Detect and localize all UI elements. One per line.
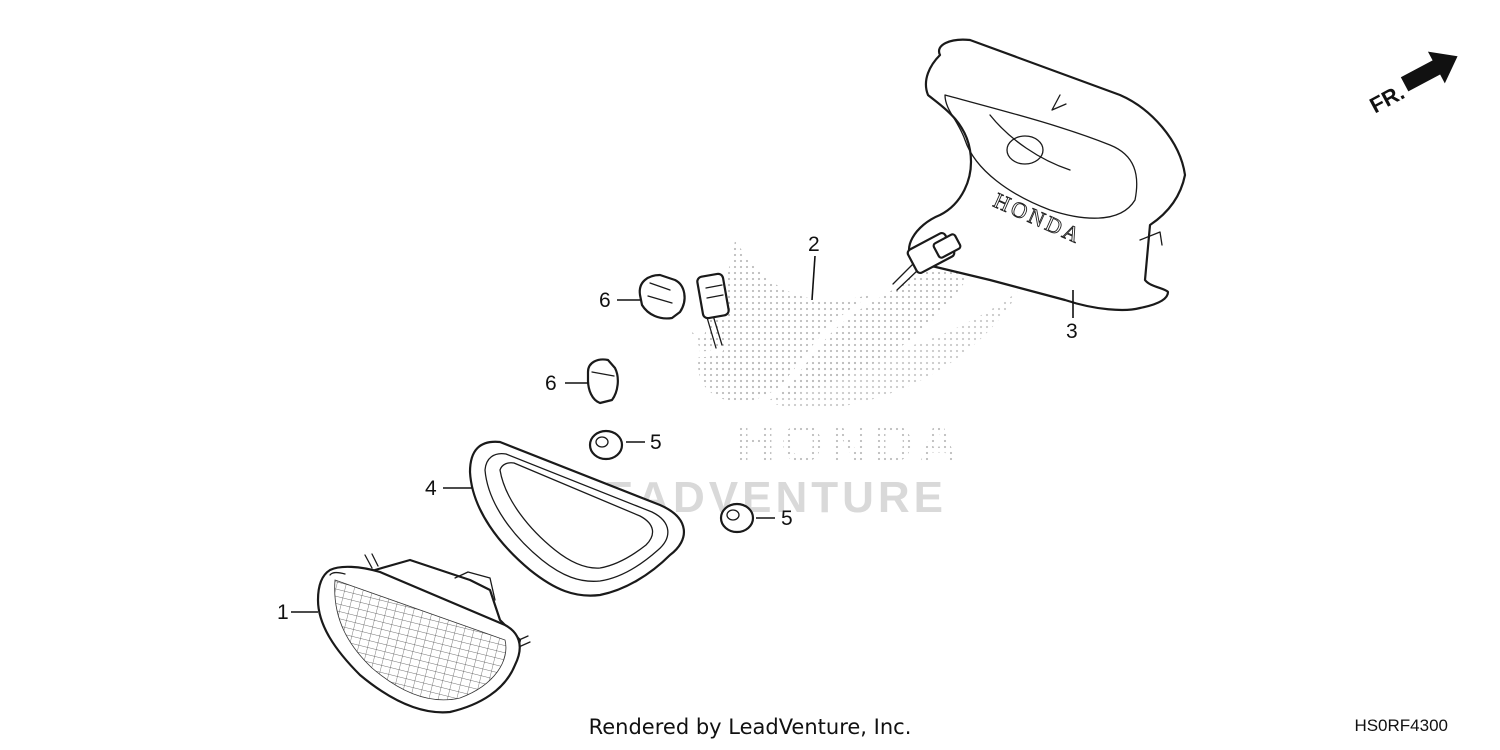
leader-lines — [291, 255, 1074, 613]
footer-credit: Rendered by LeadVenture, Inc. — [588, 715, 912, 739]
callout-5-lower: 5 — [781, 507, 793, 530]
callout-2: 2 — [808, 233, 820, 256]
watermark-wing-icon — [698, 190, 1010, 403]
callout-4: 4 — [425, 477, 437, 500]
watermark-wing-lower-icon — [690, 290, 1020, 409]
part-5-grommet-lower — [719, 502, 755, 534]
callout-3: 3 — [1066, 320, 1078, 343]
direction-marker: FR. — [1366, 51, 1458, 118]
part-6-clip-lower — [586, 358, 619, 405]
watermark-brand: HONDA — [736, 414, 964, 474]
part-2-wire-harness — [630, 231, 962, 416]
part-5-grommet-upper — [588, 429, 624, 461]
part-1-tail-light — [316, 553, 531, 714]
part-3-tail-cover: HONDA — [908, 38, 1187, 312]
callout-6-lower: 6 — [545, 372, 557, 395]
callouts: 1 2 3 4 5 5 6 6 — [277, 233, 1078, 624]
direction-label: FR. — [1366, 79, 1409, 118]
callout-6-upper: 6 — [599, 289, 611, 312]
callout-5-upper: 5 — [650, 431, 662, 454]
part-6-clip-upper — [638, 273, 686, 320]
front-arrow-icon — [1400, 51, 1458, 92]
part-4-gasket — [468, 440, 686, 597]
callout-1: 1 — [277, 601, 289, 624]
diagram-code: HS0RF4300 — [1354, 716, 1448, 735]
